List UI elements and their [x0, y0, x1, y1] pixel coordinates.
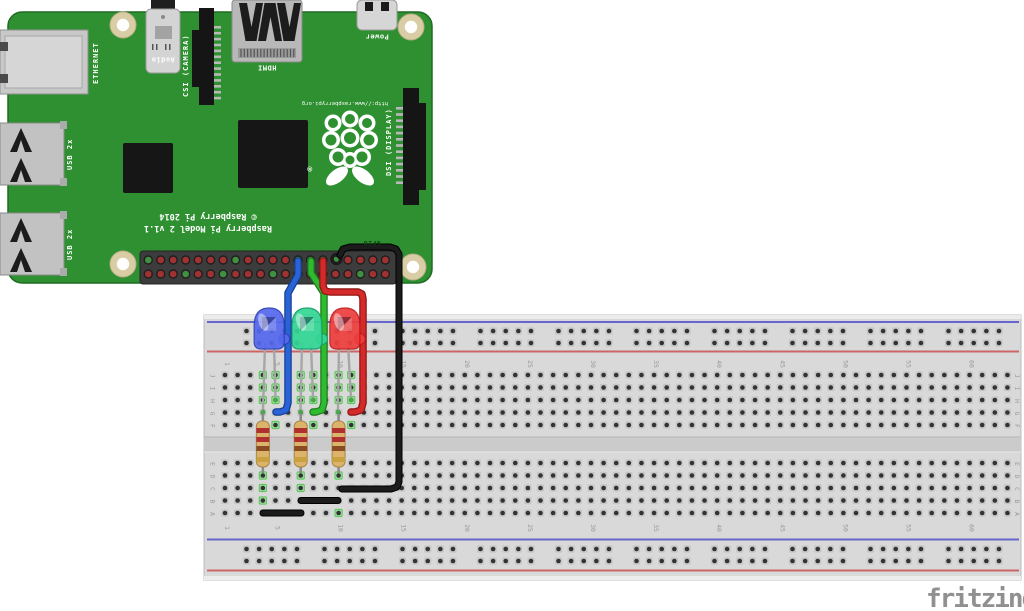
svg-text:J: J — [209, 374, 217, 378]
gpio-header — [139, 250, 397, 285]
svg-text:50: 50 — [841, 360, 849, 368]
svg-text:60: 60 — [968, 360, 976, 368]
dsi-connector — [396, 88, 426, 205]
svg-text:1: 1 — [223, 526, 231, 530]
svg-text:A: A — [1013, 512, 1021, 516]
svg-text:45: 45 — [778, 524, 786, 532]
usb-ethernet-chip — [123, 143, 173, 193]
svg-text:5: 5 — [273, 362, 281, 366]
breadboard[interactable]: 1155101015152020252530303535404045455050… — [203, 314, 1022, 581]
breadboard-top-bevel — [204, 315, 1021, 319]
ethernet-connector — [0, 29, 89, 95]
wire-gpio-green[interactable] — [307, 257, 328, 416]
breadboard-center-groove — [204, 437, 1021, 452]
svg-text:45: 45 — [778, 360, 786, 368]
leg-contact-dots — [260, 397, 354, 415]
svg-text:35: 35 — [652, 524, 660, 532]
svg-text:I: I — [209, 387, 217, 391]
dsi-label: DSI (DISPLAY) — [385, 108, 393, 176]
hdmi-label: HDMI — [257, 63, 277, 72]
mounting-holes — [109, 11, 427, 281]
svg-text:35: 35 — [652, 360, 660, 368]
svg-text:E: E — [209, 462, 217, 466]
svg-text:B: B — [1013, 500, 1021, 504]
registered-mark: ® — [307, 165, 313, 174]
svg-text:C: C — [209, 487, 217, 491]
svg-text:J: J — [1013, 374, 1021, 378]
led-blue[interactable] — [253, 307, 291, 350]
url-label: http://www.raspberrypi.org — [301, 100, 388, 107]
led-green[interactable] — [291, 307, 329, 350]
svg-text:G: G — [1013, 412, 1021, 416]
svg-text:B: B — [209, 500, 217, 504]
svg-text:5: 5 — [273, 526, 281, 530]
svg-text:15: 15 — [400, 360, 408, 368]
resistor-F4-E4[interactable] — [255, 414, 270, 473]
wire-gpio-ground-black[interactable] — [330, 243, 403, 493]
svg-text:55: 55 — [904, 524, 912, 532]
svg-text:D: D — [209, 475, 217, 479]
svg-text:E: E — [1013, 462, 1021, 466]
usb2-label: USB 2x — [66, 228, 74, 260]
svg-text:50: 50 — [841, 524, 849, 532]
model-line: Raspberry Pi Model 2 v1.1 — [144, 223, 272, 233]
svg-text:1: 1 — [223, 362, 231, 366]
usb-connector-1 — [0, 121, 67, 186]
svg-text:15: 15 — [400, 524, 408, 532]
csi-connector — [192, 8, 221, 105]
hdmi-connector — [231, 0, 303, 63]
fritzing-watermark: fritzing — [926, 584, 1024, 611]
audio-label: Audio — [151, 55, 175, 64]
raspberry-pi-board[interactable] — [0, 0, 433, 285]
usb-connector-2 — [0, 211, 67, 276]
raspberry-pi-logo — [322, 110, 378, 186]
resistor-F7-E7[interactable] — [293, 414, 308, 473]
breadboard-bottom-bevel — [204, 576, 1021, 580]
svg-text:20: 20 — [463, 524, 471, 532]
wire-gpio-red[interactable] — [319, 257, 367, 416]
svg-text:10: 10 — [337, 360, 345, 368]
svg-text:30: 30 — [589, 360, 597, 368]
led-red[interactable] — [329, 307, 366, 350]
power-connector — [356, 0, 398, 31]
gpio-label: GPIO — [363, 239, 381, 248]
svg-text:H: H — [1013, 399, 1021, 403]
copyright-line: © Raspberry Pi 2014 — [159, 211, 257, 221]
svg-text:G: G — [209, 412, 217, 416]
svg-text:40: 40 — [715, 524, 723, 532]
board-model-text: Raspberry Pi Model 2 v1.1 © Raspberry Pi… — [103, 210, 313, 234]
soc-chip — [238, 120, 308, 188]
svg-text:40: 40 — [715, 360, 723, 368]
svg-text:30: 30 — [589, 524, 597, 532]
svg-text:F: F — [1013, 424, 1021, 428]
svg-text:10: 10 — [337, 524, 345, 532]
csi-label: CSI (CAMERA) — [182, 34, 190, 98]
led-legs — [261, 342, 353, 412]
audio-jack — [145, 0, 181, 74]
svg-text:55: 55 — [904, 360, 912, 368]
wire-gpio-blue[interactable] — [272, 257, 302, 416]
svg-text:60: 60 — [968, 524, 976, 532]
svg-text:25: 25 — [526, 524, 534, 532]
svg-text:25: 25 — [526, 360, 534, 368]
svg-text:C: C — [1013, 487, 1021, 491]
power-label: Power — [365, 32, 389, 41]
svg-text:A: A — [209, 512, 217, 516]
svg-text:20: 20 — [463, 360, 471, 368]
svg-text:H: H — [209, 399, 217, 403]
resistor-F10-E10[interactable] — [331, 414, 346, 473]
svg-text:I: I — [1013, 387, 1021, 391]
ethernet-label: ETHERNET — [92, 42, 100, 84]
resistors[interactable] — [255, 414, 346, 473]
usb1-label: USB 2x — [66, 138, 74, 170]
breadboard-labels: 1155101015152020252530303535404045455050… — [209, 360, 1022, 532]
leds[interactable] — [253, 307, 366, 350]
svg-text:F: F — [209, 424, 217, 428]
svg-text:D: D — [1013, 475, 1021, 479]
